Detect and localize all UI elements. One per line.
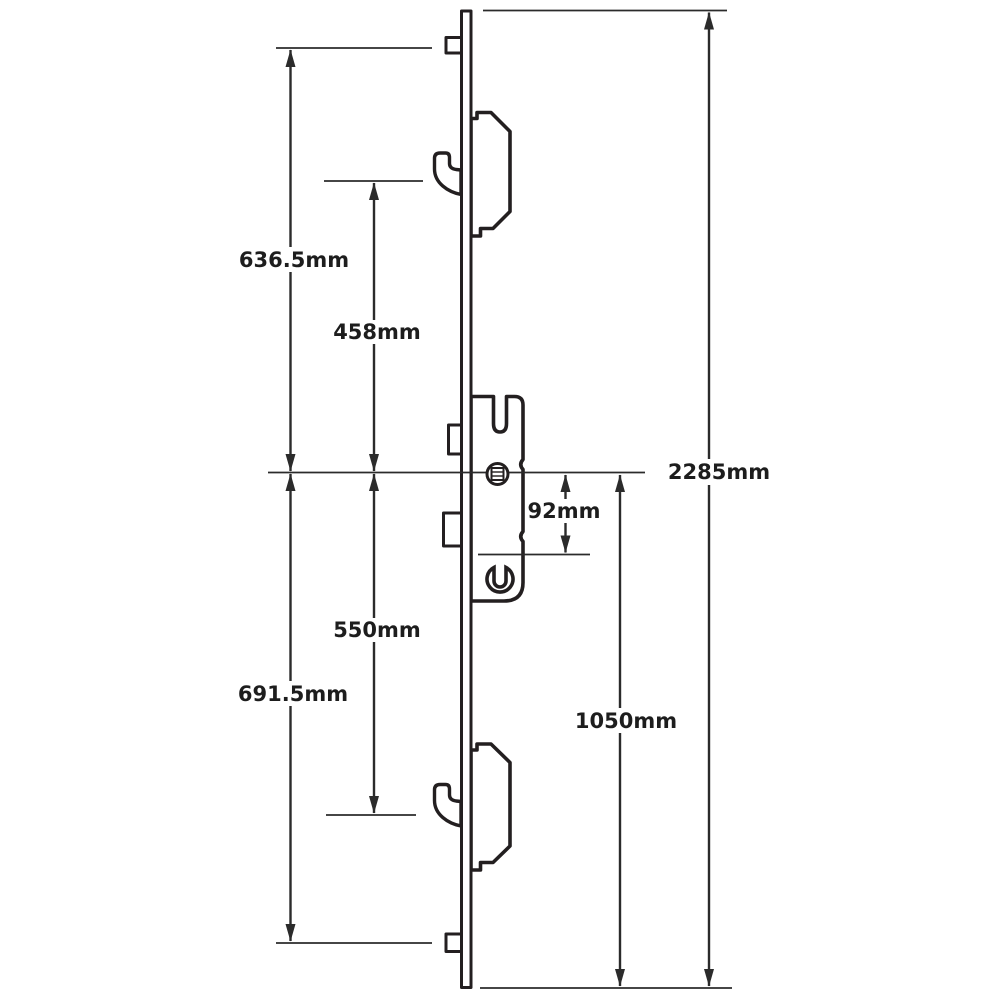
- lower-latch-bolt: [442, 511, 463, 548]
- label-backing: [247, 681, 340, 706]
- bottom-roller-cam: [444, 932, 464, 953]
- lock-hardware: [432, 9, 525, 989]
- label-backing: [676, 459, 763, 485]
- label-backing: [583, 708, 670, 733]
- dimension-labels: 636.5mm 458mm 2285mm 92mm 550mm 691.5mm …: [238, 247, 770, 733]
- dim-label-1050: 1050mm: [575, 709, 677, 733]
- label-backing: [341, 618, 414, 642]
- faceplate: [460, 9, 473, 989]
- dim-label-691: 691.5mm: [238, 682, 348, 706]
- label-backing: [341, 320, 414, 344]
- lower-hook-bolt: [432, 782, 463, 828]
- dim-label-2285: 2285mm: [668, 460, 770, 484]
- label-backing: [534, 499, 595, 523]
- top-roller-cam: [444, 36, 464, 55]
- upper-hook-bolt: [432, 151, 463, 197]
- upper-hook-case: [469, 110, 512, 238]
- gearbox-details: [485, 462, 515, 594]
- label-backing: [248, 247, 341, 272]
- dim-label-550: 550mm: [333, 618, 421, 642]
- dim-label-636: 636.5mm: [239, 248, 349, 272]
- reference-lines: [268, 9, 732, 989]
- dim-label-458: 458mm: [333, 320, 421, 344]
- center-gearbox: [469, 394, 525, 603]
- spindle-square-hole: [490, 467, 505, 481]
- dim-label-92: 92mm: [528, 499, 601, 523]
- euro-cylinder-keyhole-icon: [485, 564, 515, 594]
- lower-hook-case: [469, 742, 512, 872]
- upper-latch-bolt: [447, 423, 464, 456]
